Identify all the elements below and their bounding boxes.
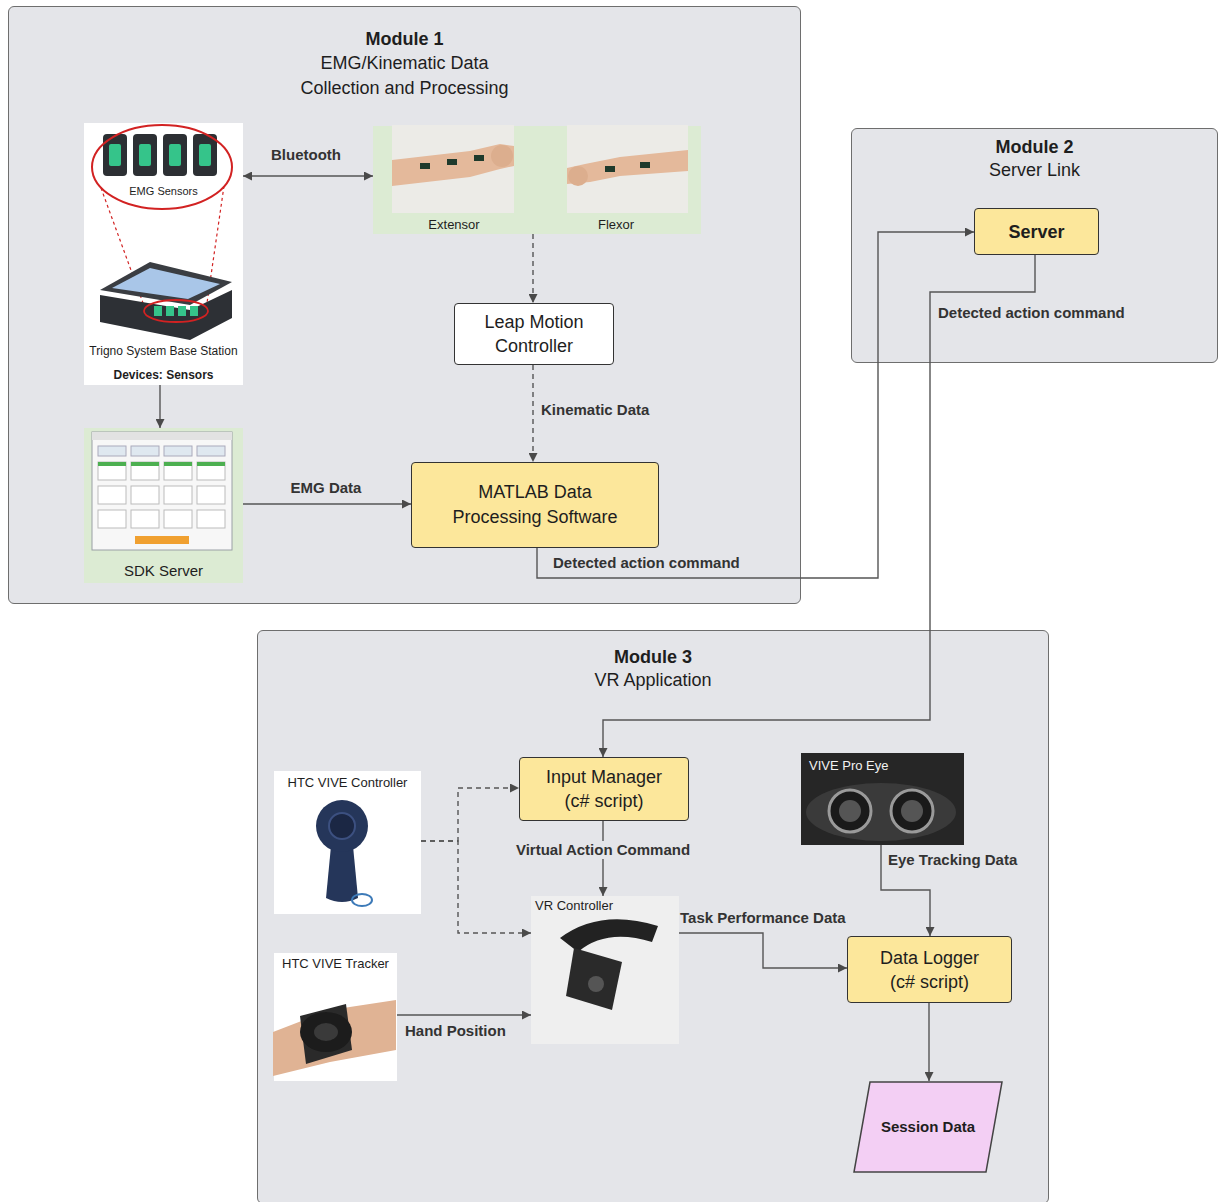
extensor-photo (392, 125, 514, 213)
node-text: Flexor (556, 217, 676, 232)
node-text: Extensor (394, 217, 514, 232)
emg-sensors-illustration (92, 125, 232, 303)
node-text: MATLAB Data Processing Software (435, 480, 635, 530)
node-text: HTC VIVE Controller (288, 775, 408, 791)
connector-arrow (159, 385, 160, 428)
process-box: Input Manager (c# script) (519, 757, 689, 821)
node-text: VR Application (594, 669, 711, 692)
node-text: Leap Motion Controller (464, 310, 604, 358)
node-text: Session Data (881, 1118, 975, 1136)
connector-arrow (679, 933, 847, 968)
edge-label-slot: EMG Data (291, 479, 362, 497)
connector-arrow (928, 1003, 929, 1081)
tracker-illustration (273, 1000, 396, 1076)
edge-label: Bluetooth (271, 146, 341, 164)
headset-illustration (806, 783, 956, 841)
node-text: Server (1008, 221, 1064, 243)
connector-arrow (243, 175, 373, 176)
connector-arrow (397, 1014, 531, 1015)
edge-label-slot: Hand Position (405, 1022, 506, 1040)
node-text: EMG/Kinematic Data Collection and Proces… (292, 51, 517, 101)
node-text: Server Link (989, 159, 1080, 182)
node-text: EMG Sensors (129, 185, 197, 198)
edge-label: Kinematic Data (541, 401, 649, 419)
base-station-illustration (100, 262, 232, 340)
node-text: SDK Server (124, 562, 203, 580)
edge-label-slot: Bluetooth (271, 146, 341, 164)
process-box: MATLAB Data Processing Software (411, 462, 659, 548)
sdk-screenshot (92, 432, 232, 550)
connector-arrow (243, 503, 411, 504)
process-box: Server (974, 208, 1099, 255)
edge-label: Virtual Action Command (513, 841, 693, 859)
connector-arrow (603, 255, 1035, 757)
node-text: Trigno System Base Station (89, 344, 237, 358)
node-text: Data Logger (c# script) (871, 946, 989, 994)
edge-label-slot: Eye Tracking Data (888, 851, 1017, 869)
module-heading: Module 2 (995, 136, 1073, 159)
edge-label: Eye Tracking Data (888, 851, 1017, 869)
dashed-connector (421, 788, 519, 841)
connector-arrow (537, 232, 974, 578)
process-box: Leap Motion Controller (454, 303, 614, 365)
module-panel: Module 2Server LinkServer (851, 128, 1218, 363)
process-box: Data Logger (c# script) (847, 936, 1012, 1003)
module-heading: Module 3 (614, 646, 692, 669)
edge-label: EMG Data (291, 479, 362, 497)
node-text: VR Controller (535, 898, 613, 914)
edge-label: Hand Position (405, 1022, 506, 1040)
data-parallelogram: Session Data (853, 1081, 1003, 1173)
vive-controller-illustration (316, 800, 372, 906)
dashed-connector (532, 365, 533, 462)
vr-controller-render (560, 919, 658, 1010)
node-text: Input Manager (c# script) (539, 765, 669, 813)
edge-label-slot: Virtual Action Command (513, 841, 693, 859)
module-heading: Module 1 (365, 27, 443, 51)
edge-label-slot: Task Performance Data (680, 909, 846, 927)
edge-label: Detected action command (938, 304, 1125, 322)
node-text: VIVE Pro Eye (809, 758, 888, 774)
dashed-connector (532, 234, 533, 303)
edge-label-slot: Detected action command (938, 304, 1125, 322)
flexor-photo (567, 125, 688, 213)
node-text: HTC VIVE Tracker (282, 956, 389, 972)
edge-label-slot: Detected action command (553, 554, 740, 572)
node-text: Devices: Sensors (113, 368, 213, 382)
edge-label: Task Performance Data (680, 909, 846, 927)
edge-label-slot: Kinematic Data (541, 401, 649, 419)
edge-label: Detected action command (553, 554, 740, 572)
